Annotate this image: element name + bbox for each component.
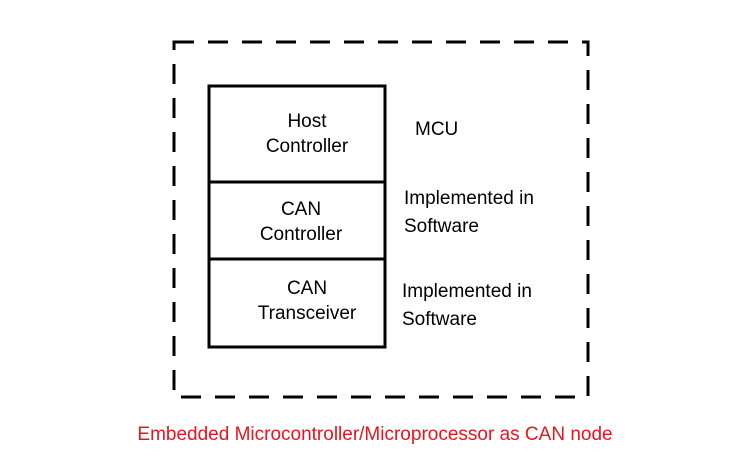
mcu-label: MCU xyxy=(415,119,459,140)
can-controller-annotation: Implemented in Software xyxy=(404,188,534,237)
mcu-dashed-boundary xyxy=(172,40,590,399)
can-controller-layer: CAN Controller xyxy=(259,199,343,245)
layer-stack-frame xyxy=(207,84,387,349)
host-controller-layer: Host Controller xyxy=(265,111,349,157)
diagram-caption: Embedded Microcontroller/Microprocessor … xyxy=(137,424,613,445)
can-transceiver-annotation: Implemented in Software xyxy=(402,281,532,330)
can-transceiver-layer: CAN Transceiver xyxy=(257,278,357,324)
